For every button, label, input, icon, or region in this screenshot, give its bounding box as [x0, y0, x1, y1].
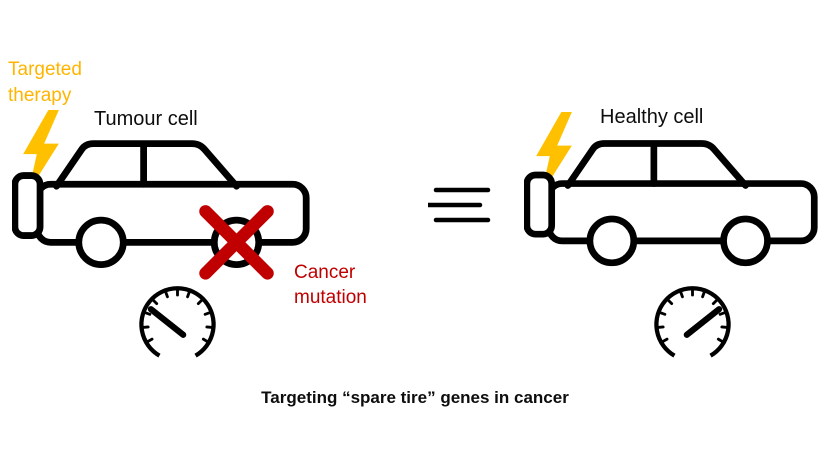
- tumour-cell-label: Tumour cell: [94, 108, 198, 130]
- lightning-bolt-shape: [536, 112, 572, 194]
- lightning-bolt-icon: [536, 112, 572, 194]
- healthy-cell-label: Healthy cell: [600, 106, 704, 128]
- car-wheel-rear: [720, 215, 771, 267]
- car-wheel-front: [586, 215, 638, 267]
- cancer-mutation-label: Cancer mutation: [294, 262, 367, 308]
- speedometer-high-icon: [654, 286, 731, 358]
- car-front-bumper: [524, 171, 556, 238]
- gauge-ticks: [655, 286, 730, 344]
- car-outline: [524, 140, 818, 245]
- cancer-mutation-x-icon: [199, 205, 274, 280]
- gauge-ticks: [140, 286, 215, 344]
- tumour-cell-car-icon: [12, 140, 310, 280]
- speedometer-low-icon: [139, 286, 216, 358]
- car-front-bumper: [12, 172, 44, 239]
- gauge-needle-low: [147, 306, 187, 338]
- diagram-caption: Targeting “spare tire” genes in cancer: [261, 388, 569, 407]
- healthy-cell-car-icon: [524, 140, 818, 267]
- motion-lines-icon: [428, 187, 491, 223]
- gauge-needle-high: [683, 306, 723, 338]
- lightning-bolt-icon: [23, 110, 59, 192]
- car-wheel-front: [75, 216, 127, 268]
- car-outline: [12, 140, 310, 246]
- lightning-bolt-shape: [23, 110, 59, 192]
- targeted-therapy-label: Targeted therapy: [8, 59, 82, 106]
